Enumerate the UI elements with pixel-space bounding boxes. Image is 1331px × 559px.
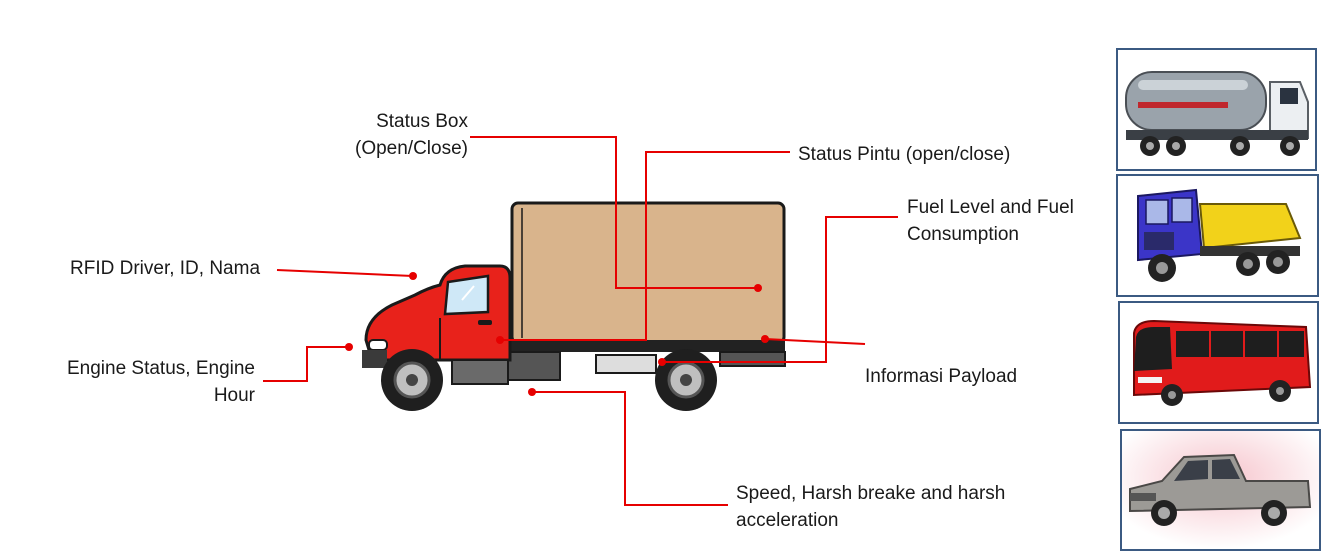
bus-icon <box>1133 319 1312 406</box>
bus-thumbnail <box>1118 301 1319 424</box>
label-fuel: Fuel Level and Fuel Consumption <box>907 197 1074 245</box>
label-status-box: Status Box (Open/Close) <box>355 111 468 159</box>
dump-truck-icon <box>1137 188 1302 282</box>
dump-truck-thumbnail <box>1116 174 1319 297</box>
label-engine: Engine Status, Engine Hour <box>66 358 255 406</box>
dot-payload <box>761 335 769 343</box>
leader-fuel <box>662 216 898 363</box>
leader-rfid <box>276 269 414 277</box>
truck-cab <box>362 264 512 385</box>
dot-rfid <box>409 272 417 280</box>
dot-speed <box>528 388 536 396</box>
pickup-truck-icon <box>1122 431 1319 549</box>
cargo-box <box>510 201 786 345</box>
tanker-truck-thumbnail <box>1116 48 1317 171</box>
dot-fuel <box>658 358 666 366</box>
chassis <box>499 340 786 381</box>
leader-engine <box>263 346 349 382</box>
label-speed: Speed, Harsh breake and harsh accelerati… <box>736 483 1006 531</box>
leader-speed <box>532 391 728 506</box>
leader-payload <box>764 338 866 345</box>
leader-status-box <box>470 136 758 289</box>
label-payload: Informasi Payload <box>865 366 1018 387</box>
label-status-pintu: Status Pintu (open/close) <box>798 144 1011 165</box>
dot-engine <box>345 343 353 351</box>
leader-status-pintu <box>500 151 790 341</box>
tanker-truck-icon <box>1125 71 1309 156</box>
label-rfid: RFID Driver, ID, Nama <box>70 258 261 279</box>
pickup-truck-thumbnail <box>1120 429 1321 551</box>
dot-status-pintu <box>496 336 504 344</box>
rear-wheel <box>655 349 717 411</box>
dot-status-box <box>754 284 762 292</box>
front-wheel <box>381 349 443 411</box>
